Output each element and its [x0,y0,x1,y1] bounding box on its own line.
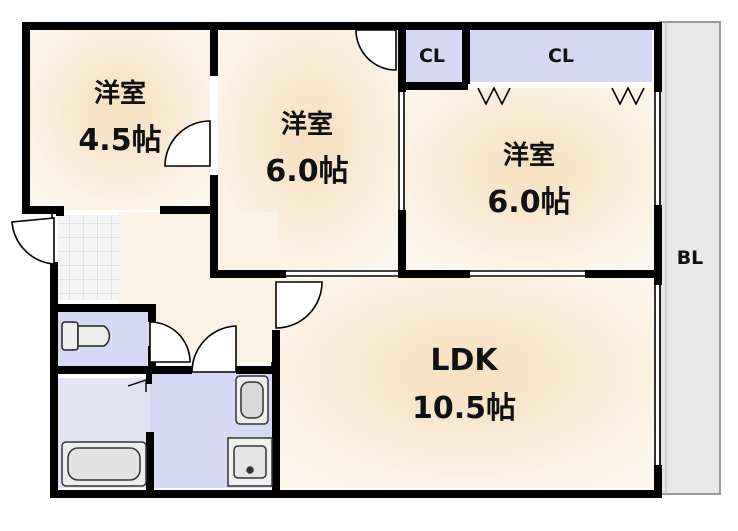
bath-door-marker [127,379,147,392]
washbasin-icon [235,375,269,425]
balcony-floor [659,21,721,495]
washing-machine-icon [227,437,273,487]
sliding-doors [22,70,661,465]
room-western-6-0-a-size: 6.0帖 [265,154,348,189]
closet-2-floor [470,30,652,82]
walls [22,22,662,498]
closet-1-floor [402,30,462,82]
closet-folding-door-2 [611,86,645,106]
room-ldk-size: 10.5帖 [412,391,516,426]
balcony-label: BL [677,247,704,269]
room-western-4-5-floor [30,30,210,210]
entrance-floor [58,215,120,300]
closet-1-label: CL [419,45,445,67]
toilet-icon [61,321,111,351]
room-ldk-name: LDK [430,343,499,378]
room-western-4-5-name: 洋室 [94,78,146,109]
room-western-6-0-a-name: 洋室 [281,109,333,140]
room-ldk-floor [278,278,656,488]
room-western-6-0-b-name: 洋室 [503,140,555,171]
closet-2-label: CL [548,45,574,67]
closet-folding-door [477,86,511,106]
bathtub-icon [61,441,147,487]
swing-doors [11,29,397,373]
room-western-6-0-b-floor [405,88,655,270]
room-western-4-5-size: 4.5帖 [78,123,161,158]
room-western-6-0-b-size: 6.0帖 [487,185,570,220]
